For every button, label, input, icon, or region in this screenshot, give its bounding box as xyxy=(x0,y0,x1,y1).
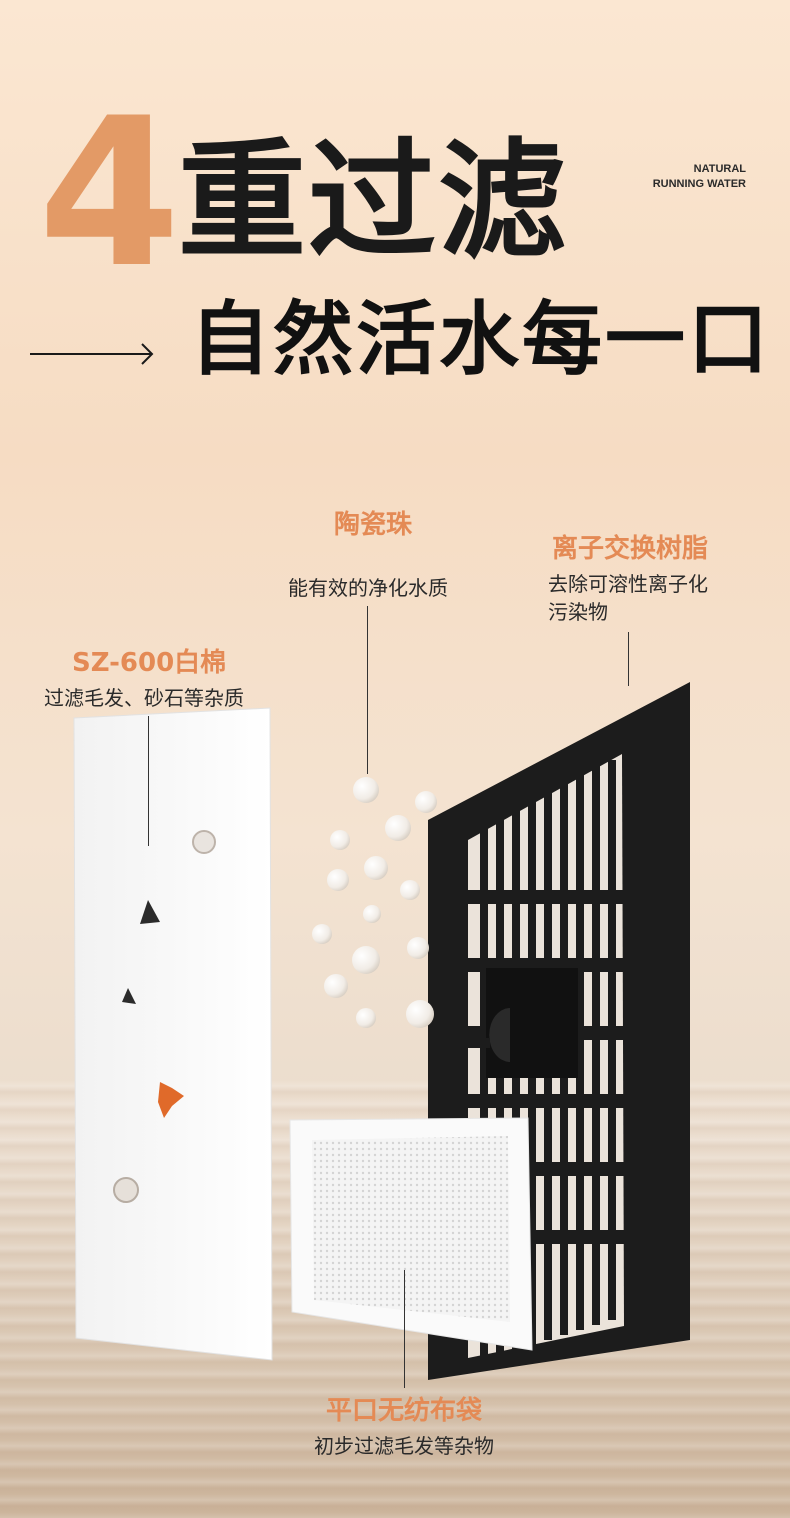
resin-title: 离子交换树脂 xyxy=(552,534,709,564)
cotton-title: SZ-600白棉 xyxy=(72,648,227,678)
bag-leader-line xyxy=(404,1270,405,1388)
filter-count-number: 4 xyxy=(38,75,181,313)
resin-desc-line-2: 污染物 xyxy=(548,600,608,624)
subtitle: 自然活水每一口 xyxy=(190,293,771,386)
tagline: NATURAL RUNNING WATER xyxy=(653,162,746,192)
nonwoven-bag-shape xyxy=(289,1117,533,1351)
cotton-pad-shape xyxy=(73,707,273,1361)
bag-desc: 初步过滤毛发等杂物 xyxy=(314,1434,494,1458)
ceramic-beads-leader-line xyxy=(367,606,368,774)
tagline-line-2: RUNNING WATER xyxy=(652,178,746,190)
ceramic-beads-desc: 能有效的净化水质 xyxy=(288,576,448,600)
page-title: 重过滤 xyxy=(178,127,569,276)
ceramic-beads-title: 陶瓷珠 xyxy=(334,510,413,540)
tagline-line-1: NATURAL xyxy=(693,163,746,175)
resin-desc-line-1: 去除可溶性离子化 xyxy=(548,572,708,596)
cotton-desc: 过滤毛发、砂石等杂质 xyxy=(44,686,244,710)
cotton-leader-line xyxy=(148,716,149,846)
ceramic-beads-shape xyxy=(312,777,437,1028)
filter-product-illustration xyxy=(73,682,690,1380)
bag-title: 平口无纺布袋 xyxy=(326,1396,483,1426)
arrow-right-icon xyxy=(30,343,154,365)
resin-leader-line xyxy=(628,632,629,686)
